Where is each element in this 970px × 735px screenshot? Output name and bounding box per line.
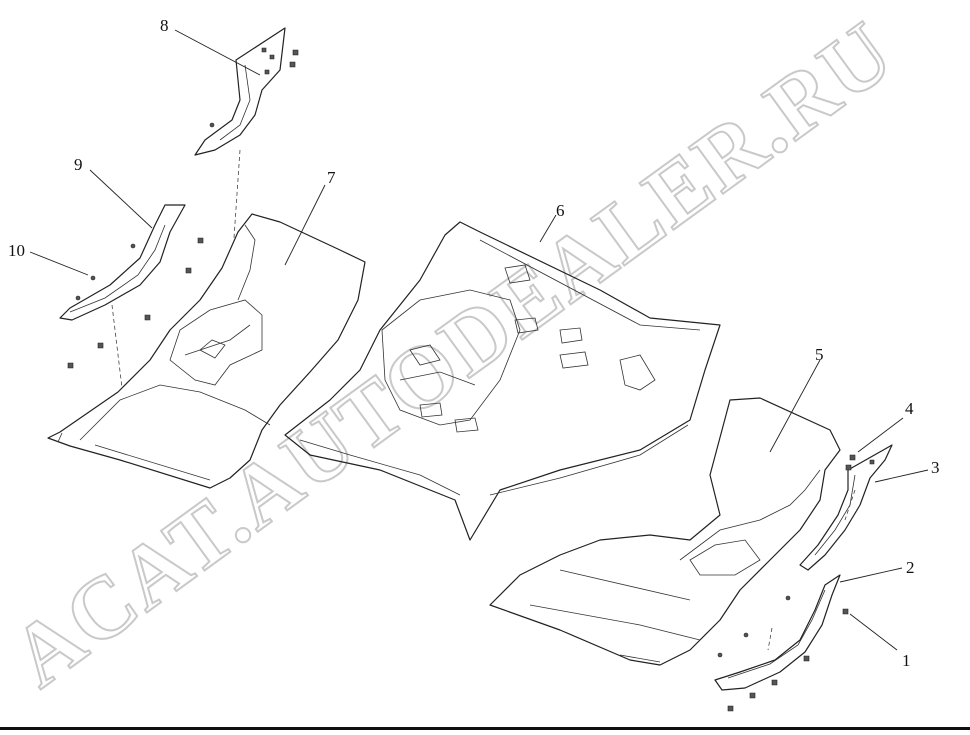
callout-10: 10	[8, 241, 25, 260]
floor-mat-center	[284, 221, 721, 541]
callout-1: 1	[902, 651, 911, 670]
callout-9: 9	[74, 155, 83, 174]
floor-mat-left	[47, 213, 366, 489]
assembly-line-8	[233, 149, 241, 239]
callout-2: 2	[906, 558, 915, 577]
leader-2	[839, 567, 903, 583]
leader-9	[89, 169, 153, 229]
leader-8	[174, 29, 261, 76]
watermark-text: ACAT.AUTODEALER.RU	[0, 3, 912, 706]
leader-4	[857, 417, 904, 453]
callout-8: 8	[160, 16, 169, 35]
leader-3	[874, 469, 929, 483]
bottom-border	[0, 727, 970, 730]
callout-6: 6	[556, 201, 565, 220]
leader-6	[539, 214, 557, 243]
assembly-line-9	[111, 304, 123, 389]
sill-plate-right	[714, 574, 841, 691]
callout-4: 4	[905, 399, 914, 418]
callout-3: 3	[931, 458, 940, 477]
fastener-clips	[67, 237, 849, 712]
callout-5: 5	[815, 345, 824, 364]
pillar-trim-right	[799, 444, 893, 571]
pillar-trim-upper	[194, 27, 299, 156]
leader-7	[284, 184, 326, 266]
leader-5	[769, 359, 821, 453]
sill-plate-left	[59, 204, 186, 321]
floor-mat-right	[489, 397, 841, 666]
leader-1	[849, 613, 898, 651]
assembly-line-3	[844, 489, 856, 521]
assembly-line-2	[767, 627, 773, 651]
leader-10	[29, 251, 89, 276]
callout-7: 7	[327, 168, 336, 187]
